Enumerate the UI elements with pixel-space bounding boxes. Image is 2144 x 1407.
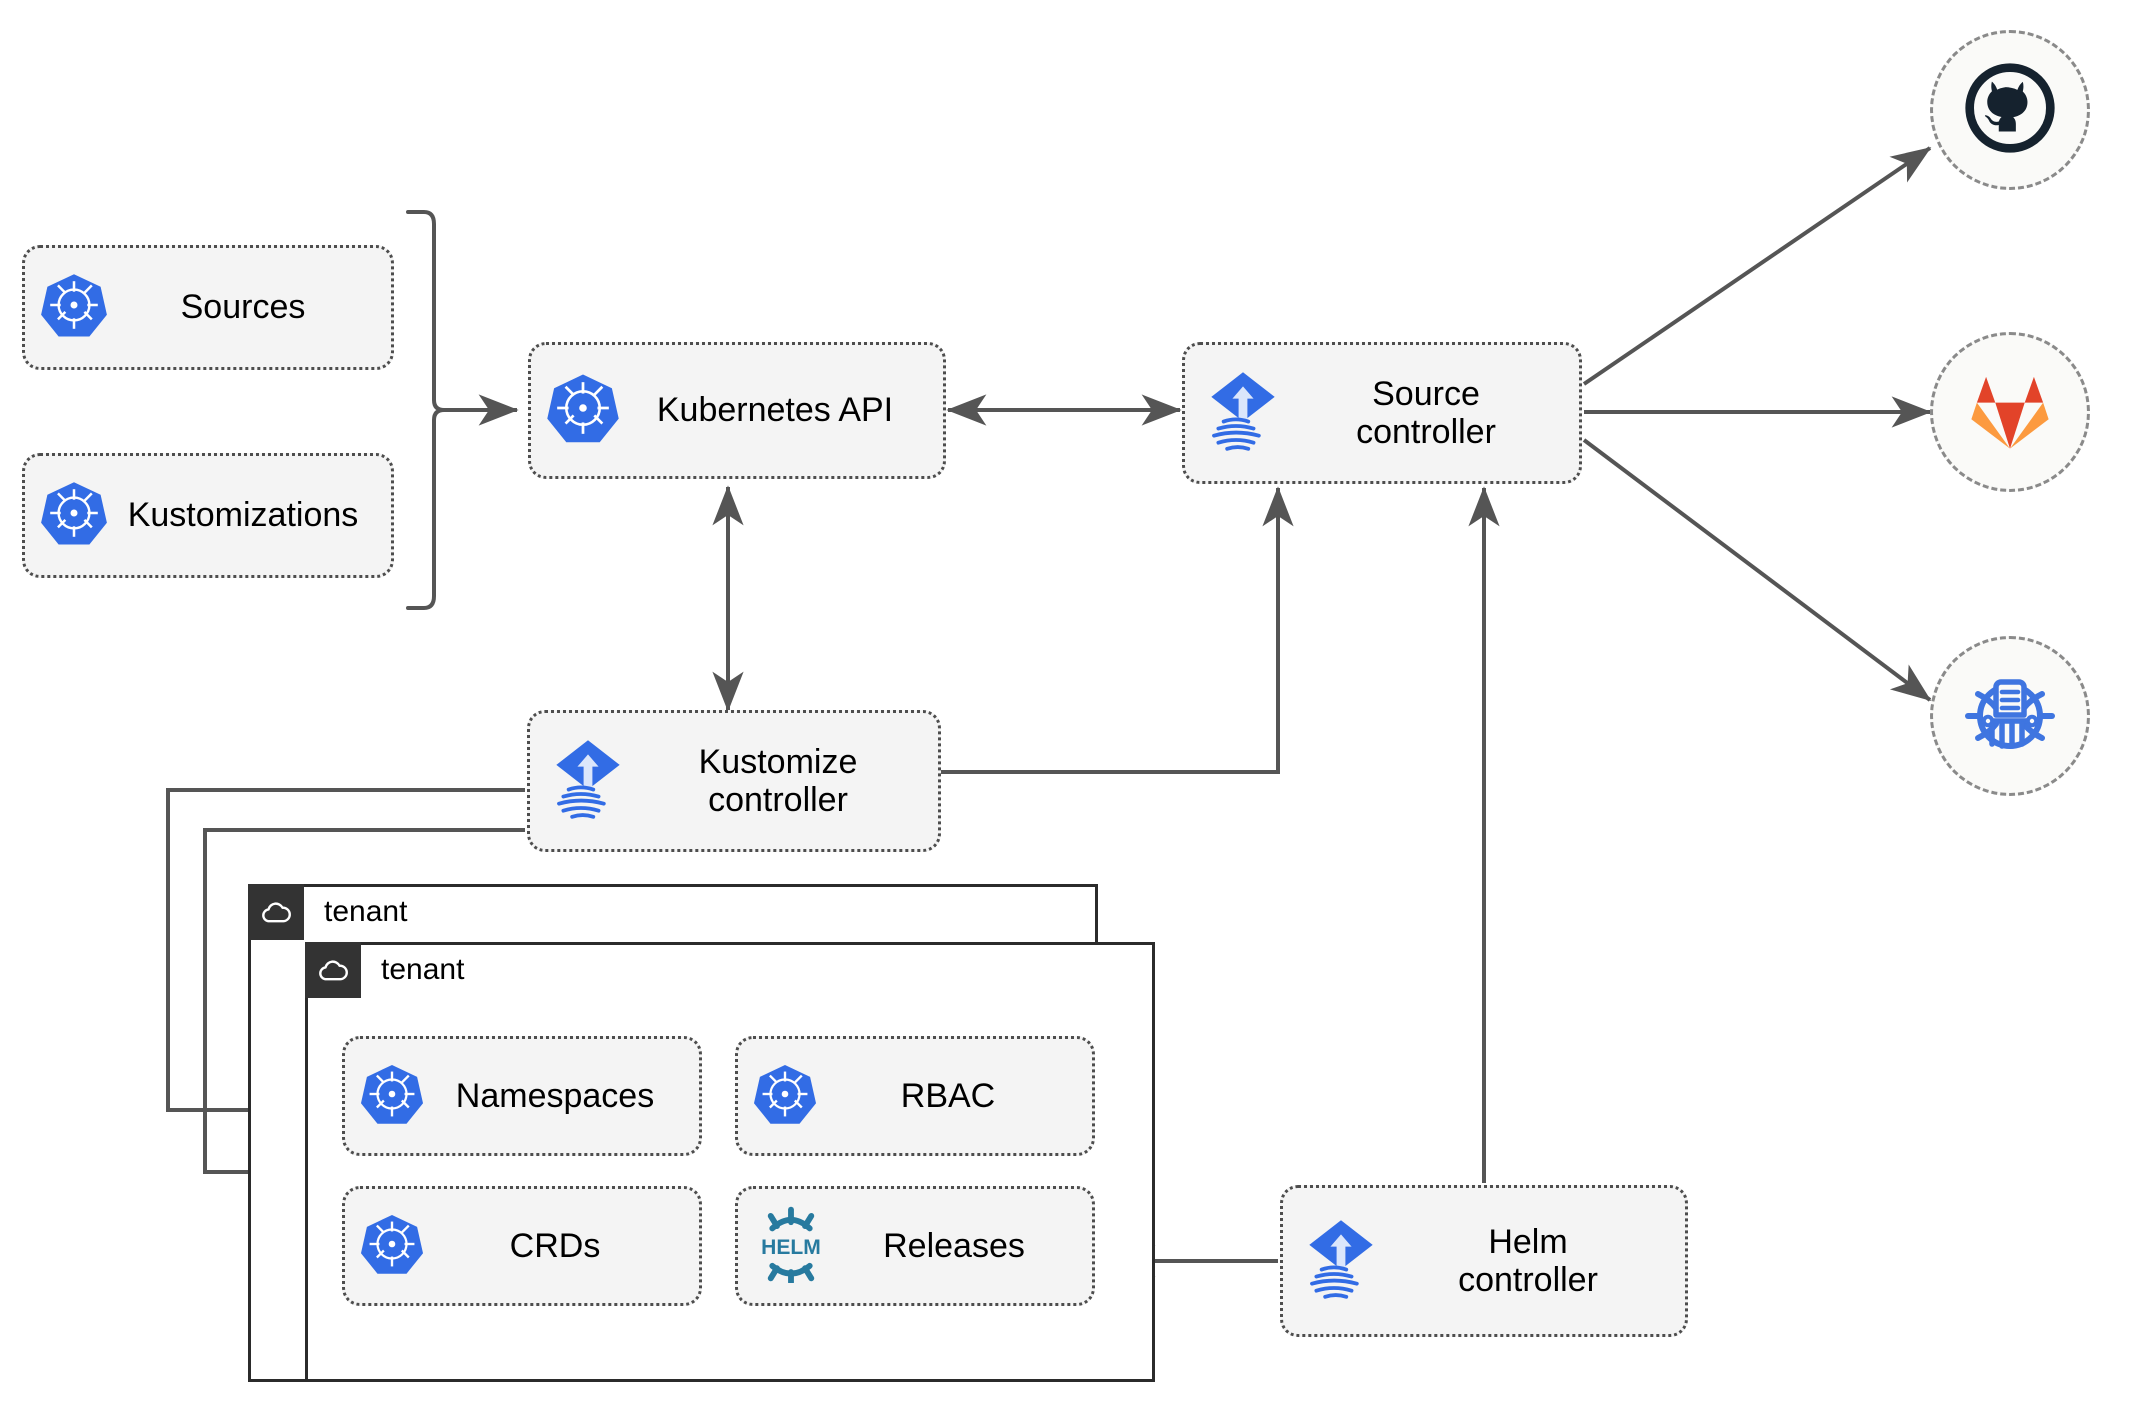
gitlab-icon xyxy=(1964,364,2056,461)
cloud-icon xyxy=(305,942,361,998)
tenant-container-inner: tenant xyxy=(305,942,1155,1382)
kubernetes-icon xyxy=(39,478,109,553)
tenant-tab-inner: tenant xyxy=(305,942,464,998)
kubernetes-icon xyxy=(359,1211,425,1282)
flux-icon xyxy=(544,735,632,828)
helm-repo-icon xyxy=(1960,664,2060,769)
node-label-releases: Releases xyxy=(883,1226,1025,1265)
kubernetes-icon xyxy=(359,1061,425,1132)
tenant-label-inner: tenant xyxy=(381,953,465,986)
kubernetes-icon xyxy=(545,370,621,451)
kubernetes-icon xyxy=(752,1061,818,1132)
node-kustomize-controller[interactable]: Kustomize controller xyxy=(527,710,941,852)
node-label-crds: CRDs xyxy=(509,1226,601,1265)
github-icon xyxy=(1962,60,2058,161)
cloud-icon xyxy=(248,884,304,940)
provider-helm-repository[interactable] xyxy=(1930,636,2090,796)
node-sources[interactable]: Sources xyxy=(22,245,394,370)
node-rbac[interactable]: RBAC xyxy=(735,1036,1095,1156)
node-label-kustomizations: Kustomizations xyxy=(127,496,359,535)
node-label-helm-controller: Helm controller xyxy=(1458,1222,1598,1299)
node-kustomizations[interactable]: Kustomizations xyxy=(22,453,394,578)
node-label-kubernetes-api: Kubernetes API xyxy=(656,391,894,430)
node-helm-controller[interactable]: Helm controller xyxy=(1280,1185,1688,1337)
node-label-sources: Sources xyxy=(180,288,306,327)
node-label-kustomize-controller: Kustomize controller xyxy=(698,742,858,819)
node-label-namespaces: Namespaces xyxy=(455,1076,655,1115)
node-crds[interactable]: CRDs xyxy=(342,1186,702,1306)
flux-icon xyxy=(1199,367,1287,460)
provider-gitlab[interactable] xyxy=(1930,332,2090,492)
flux-icon xyxy=(1297,1215,1385,1308)
provider-github[interactable] xyxy=(1930,30,2090,190)
tenant-label-outer: tenant xyxy=(324,895,408,928)
node-label-rbac: RBAC xyxy=(900,1076,996,1115)
tenant-tab-outer: tenant xyxy=(248,884,407,940)
node-namespaces[interactable]: Namespaces xyxy=(342,1036,702,1156)
node-label-source-controller: Source controller xyxy=(1356,374,1496,451)
helm-icon: HELM xyxy=(752,1205,830,1288)
node-source-controller[interactable]: Source controller xyxy=(1182,342,1582,484)
svg-text:HELM: HELM xyxy=(761,1236,821,1259)
kubernetes-icon xyxy=(39,270,109,345)
node-kubernetes-api[interactable]: Kubernetes API xyxy=(528,342,946,479)
node-releases[interactable]: HELM Releases xyxy=(735,1186,1095,1306)
